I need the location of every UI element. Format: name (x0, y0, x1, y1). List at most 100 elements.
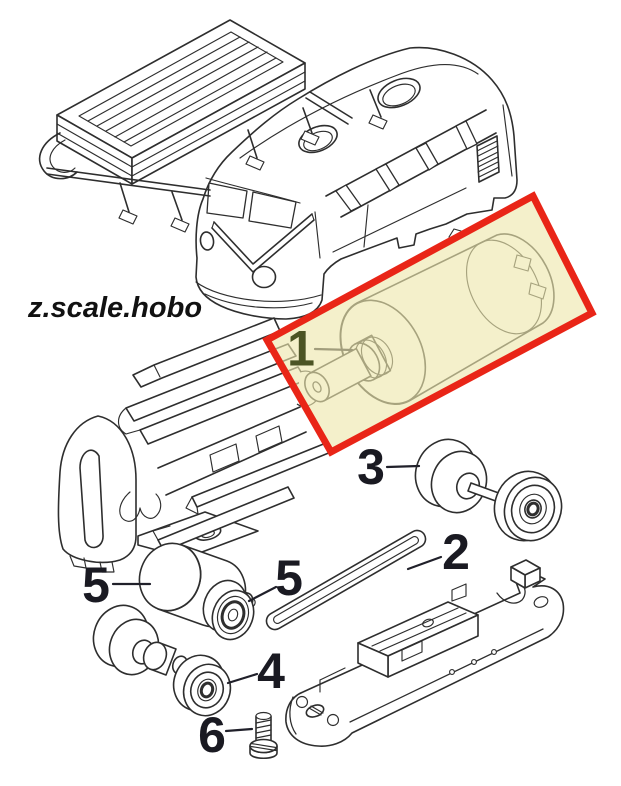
drive-belt (265, 529, 443, 631)
rear-screw-slot-hatch (308, 705, 324, 716)
roofline-crease (239, 63, 479, 159)
strut (119, 182, 130, 213)
roof-hole-front-inner (303, 130, 333, 152)
chassis-side-rail (349, 628, 544, 723)
v-line-upper (213, 213, 313, 265)
highlight-box (262, 191, 597, 457)
side-rivet (471, 659, 477, 665)
strut-foot (245, 155, 265, 171)
pulley-groove (216, 595, 250, 635)
highlight-fill (267, 196, 592, 452)
highlight-border (262, 191, 597, 457)
coupler-cube-left (510, 566, 526, 589)
strut (302, 107, 313, 134)
top-strip-fold (153, 364, 161, 378)
wall-notch (209, 443, 240, 473)
wheel-tread-ring (189, 671, 225, 709)
leader-line-6 (224, 727, 254, 733)
part-label-5-left: 5 (82, 557, 110, 613)
motor-mount-left (357, 642, 389, 678)
door-seam (363, 204, 369, 248)
strut (247, 129, 258, 159)
strut-foot (300, 130, 320, 146)
rack-hook-outer (38, 132, 78, 180)
front-plate-hole (533, 596, 549, 608)
pulley-tire (220, 600, 246, 630)
wall-notch (255, 425, 283, 453)
chassis-frame (285, 559, 565, 747)
side-rivet (491, 649, 497, 655)
belt-outer (265, 529, 427, 631)
roof-rack (38, 19, 388, 233)
gear-housing (57, 317, 332, 573)
windshield-right-pane (248, 191, 297, 229)
rack-hook-inner (49, 139, 76, 173)
rear-plate-hole (295, 695, 309, 709)
rack-inner-rim (78, 31, 284, 147)
axle-gear-face (142, 641, 168, 671)
rear-step-lines (319, 667, 346, 693)
part-label-3: 3 (357, 439, 385, 495)
bearing-ring (524, 499, 542, 519)
channel-left-curve (117, 407, 141, 435)
strip-a-fold (185, 496, 199, 515)
window-pillar (375, 163, 400, 192)
wheelset-4 (92, 604, 259, 717)
mount-channel-lines (371, 607, 467, 652)
rear-plate-hole (326, 713, 340, 727)
rack-rail-left (46, 167, 211, 197)
screw-threads (255, 719, 272, 744)
dome-arch-window (79, 449, 104, 549)
side-rivet (449, 669, 455, 675)
v-ends (211, 213, 315, 229)
strut-foot (170, 217, 190, 233)
rear-screw-slot (305, 704, 325, 718)
bumper-lower-crease (204, 293, 313, 309)
rear-corner-line (502, 104, 513, 177)
bearing-ring-bold (526, 501, 540, 517)
leader-line-5-right (247, 585, 278, 603)
rack-side-slats (56, 71, 306, 177)
rear-plate-arc (289, 696, 297, 735)
rack-slats (87, 36, 277, 143)
wheel-cone-ring (197, 678, 217, 702)
mount-top-hole (422, 618, 434, 628)
wheelset-3 (385, 438, 563, 542)
mount-end-tab (451, 583, 467, 602)
leader-line-4 (226, 672, 259, 685)
part-label-1: 1 (287, 321, 315, 377)
rack-mount-struts (118, 89, 388, 233)
part-label-6: 6 (198, 707, 226, 763)
pulley-wheel (202, 579, 278, 641)
windshield-left-pane (206, 182, 248, 219)
wheel-tread-ring (510, 484, 556, 534)
strut-foot (368, 114, 388, 130)
bumper-crease (195, 281, 322, 302)
housing-wall-top (157, 406, 301, 469)
dome-feet (69, 555, 115, 573)
drum-face (138, 542, 202, 612)
motor-case-notch (448, 228, 462, 238)
part-label-5-right: 5 (275, 550, 303, 606)
strip-b-fold (152, 525, 171, 541)
screw-head-slot (250, 742, 277, 752)
mount-window (401, 640, 423, 662)
leader-line-2 (406, 555, 443, 571)
window-pillar (455, 120, 478, 150)
housing-claws (119, 491, 162, 522)
roof-hole-rear-inner (382, 83, 416, 107)
rack-rail-right (305, 91, 353, 125)
rear-vent-grille (476, 135, 500, 183)
front-corner-line (314, 211, 321, 259)
part-label-4: 4 (257, 643, 285, 699)
grille-slats (476, 140, 500, 178)
window-pillar (335, 184, 362, 212)
pulley-bore (227, 608, 239, 622)
rocker-line (332, 187, 467, 253)
window-pillar (415, 142, 439, 171)
wheel-cone-ring (519, 493, 547, 525)
screw (224, 711, 278, 760)
housing-wall-bottom (165, 431, 307, 496)
